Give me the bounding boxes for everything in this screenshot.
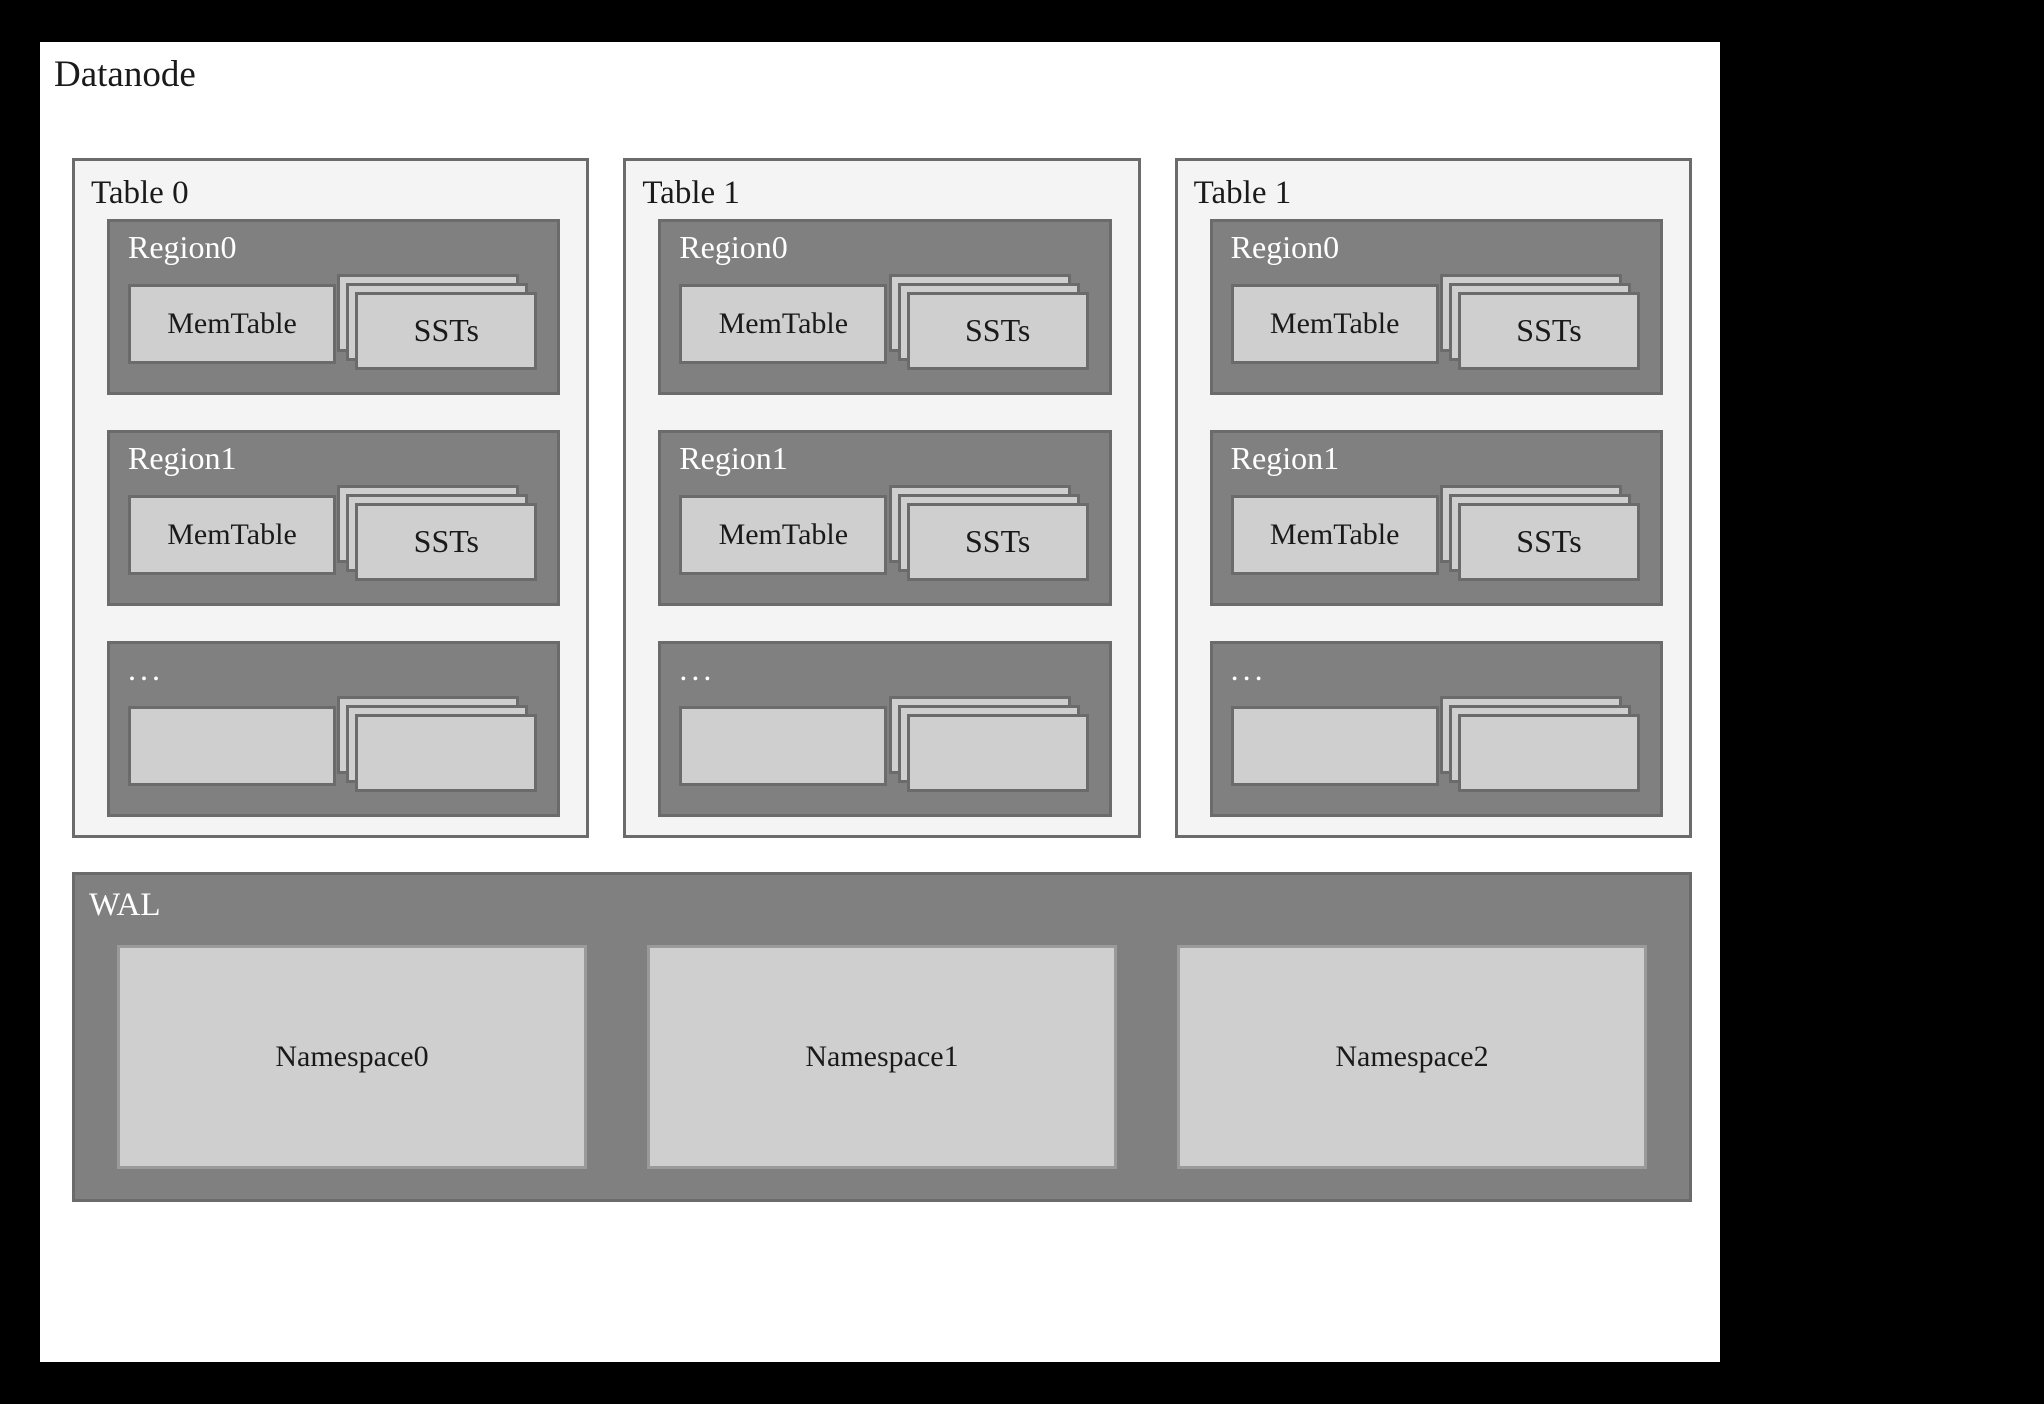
ssts-stack-empty[interactable] [888,696,1089,796]
region-body: MemTable SSTs [1230,484,1644,581]
region-box[interactable]: Region0 MemTable SSTs [658,218,1112,395]
datanode-panel: Datanode Table 0 Region0 MemTable SSTs [40,42,1720,1362]
sst-layer-front: SSTs [355,502,538,581]
tables-row: Table 0 Region0 MemTable SSTs [72,158,1692,838]
region-ellipsis-label: ... [679,651,716,687]
region-box-ellipsis[interactable]: ... [1209,641,1663,817]
regions-wrap: Region0 MemTable SSTs Region1 [640,218,1123,821]
region-title: Region0 [679,228,788,265]
memtable-box[interactable]: MemTable [1230,494,1439,575]
region-box[interactable]: Region0 MemTable SSTs [1209,218,1663,395]
datanode-title: Datanode [54,54,196,95]
region-title: Region0 [128,228,237,265]
ssts-stack[interactable]: SSTs [337,484,538,585]
ssts-stack[interactable]: SSTs [1439,484,1640,585]
memtable-box[interactable]: MemTable [679,283,888,364]
table-title: Table 1 [1193,175,1292,211]
namespace-box[interactable]: Namespace1 [647,945,1117,1169]
wal-title: WAL [89,887,161,923]
memtable-box-empty[interactable] [679,706,888,786]
memtable-box[interactable]: MemTable [128,283,336,364]
region-body [128,696,541,792]
memtable-box[interactable]: MemTable [679,494,888,575]
sst-layer-front [1457,714,1640,792]
region-box-ellipsis[interactable]: ... [107,641,561,817]
region-body: MemTable SSTs [1230,273,1644,370]
region-title: Region1 [679,439,788,476]
ssts-stack[interactable]: SSTs [1439,273,1640,374]
namespace-box[interactable]: Namespace0 [117,945,587,1169]
ssts-stack[interactable]: SSTs [337,273,538,374]
region-ellipsis-label: ... [1230,651,1267,687]
region-title: Region1 [128,439,237,476]
region-body: MemTable SSTs [679,484,1092,581]
table-panel[interactable]: Table 1 Region0 MemTable SSTs [623,158,1141,838]
regions-wrap: Region0 MemTable SSTs Region1 [1192,218,1675,821]
memtable-box[interactable]: MemTable [1230,283,1439,364]
ssts-stack-empty[interactable] [1439,696,1640,796]
table-panel[interactable]: Table 1 Region0 MemTable SSTs [1174,158,1692,838]
region-body [1230,696,1644,792]
sst-layer-front: SSTs [1457,291,1640,370]
sst-layer-front: SSTs [355,291,538,370]
sst-layer-front [906,714,1089,792]
region-body [679,696,1092,792]
region-title: Region0 [1230,228,1340,265]
region-ellipsis-label: ... [128,651,164,687]
wal-panel[interactable]: WAL Namespace0 Namespace1 Namespace2 [72,872,1692,1202]
region-box[interactable]: Region1 MemTable SSTs [107,429,561,606]
region-box[interactable]: Region1 MemTable SSTs [1209,429,1663,606]
region-box[interactable]: Region1 MemTable SSTs [658,429,1112,606]
region-body: MemTable SSTs [679,273,1092,370]
sst-layer-front: SSTs [1457,502,1640,581]
namespace-box[interactable]: Namespace2 [1177,945,1647,1169]
ssts-stack[interactable]: SSTs [888,273,1089,374]
region-body: MemTable SSTs [128,273,541,370]
table-title: Table 0 [91,175,189,211]
memtable-box[interactable]: MemTable [128,494,336,575]
memtable-box-empty[interactable] [128,706,336,786]
table-title: Table 1 [642,175,740,211]
region-title: Region1 [1230,439,1340,476]
region-box-ellipsis[interactable]: ... [658,641,1112,817]
memtable-box-empty[interactable] [1230,706,1439,786]
sst-layer-front [355,714,538,792]
region-body: MemTable SSTs [128,484,541,581]
sst-layer-front: SSTs [906,291,1089,370]
sst-layer-front: SSTs [906,502,1089,581]
namespaces-row: Namespace0 Namespace1 Namespace2 [117,945,1647,1169]
table-panel[interactable]: Table 0 Region0 MemTable SSTs [72,158,590,838]
ssts-stack-empty[interactable] [337,696,538,796]
region-box[interactable]: Region0 MemTable SSTs [107,218,561,395]
regions-wrap: Region0 MemTable SSTs Region1 [89,218,572,821]
ssts-stack[interactable]: SSTs [888,484,1089,585]
